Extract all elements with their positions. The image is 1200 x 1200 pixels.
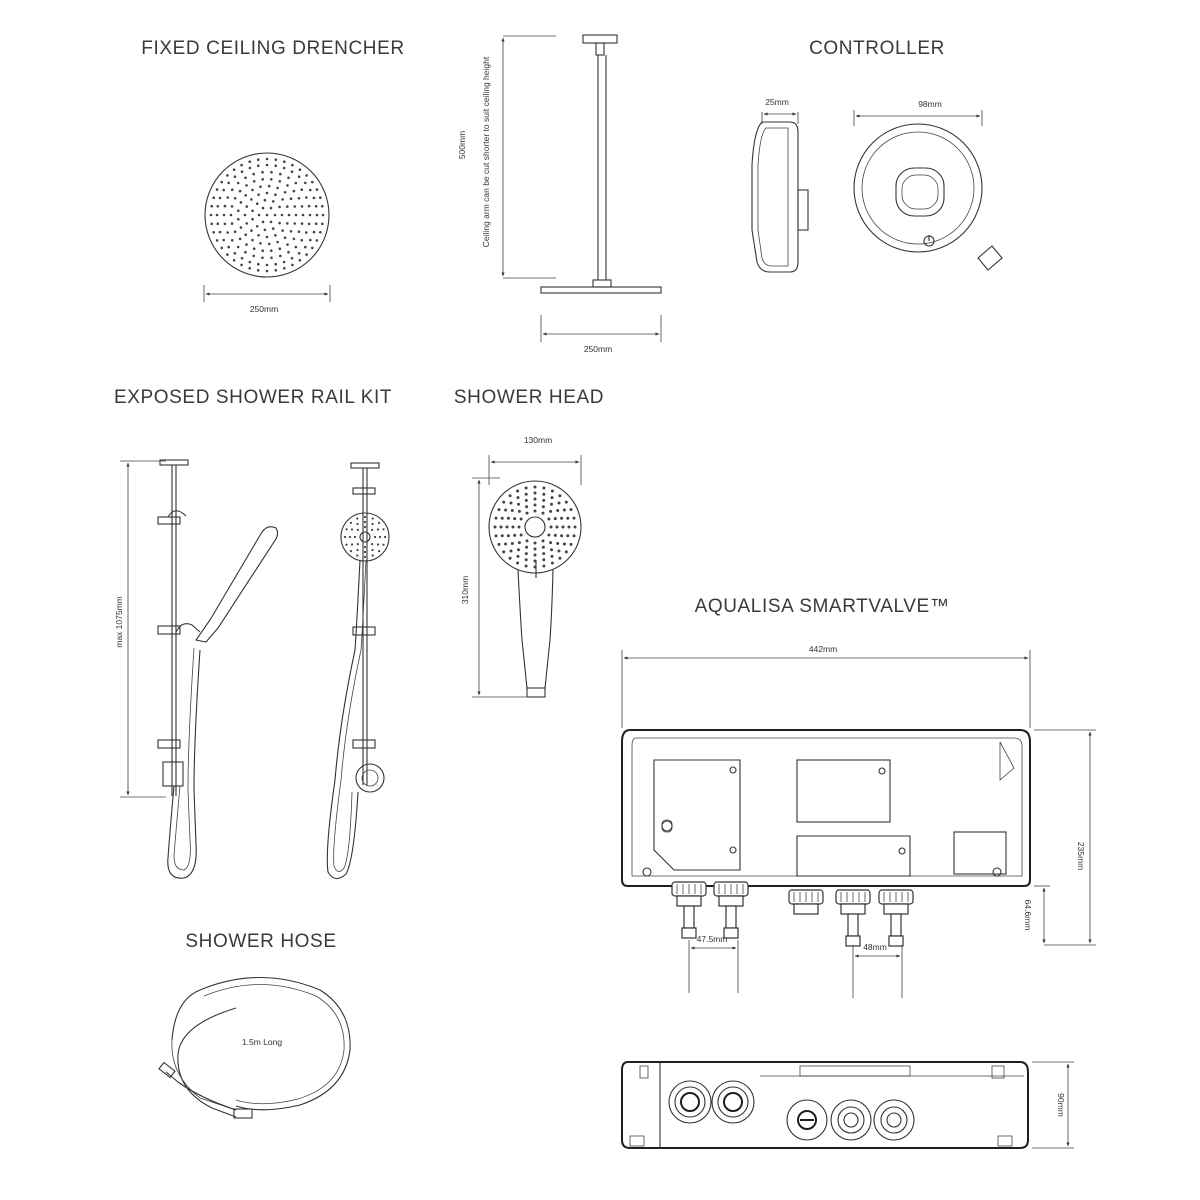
heading-controller: CONTROLLER <box>809 38 945 59</box>
heading-shower-head: SHOWER HEAD <box>453 387 605 408</box>
shower-head-drawing <box>472 455 582 698</box>
heading-aqualisa-smartvalve: AQUALISA SMARTVALVE™ <box>694 596 950 617</box>
dim-valve-depth: 90mm <box>1056 1093 1066 1117</box>
dim-ceiling-arm-width: 250mm <box>583 344 613 354</box>
dim-shower-head-length: 310mm <box>460 575 470 605</box>
smartvalve-bottom-view <box>621 1061 1074 1149</box>
dim-valve-width: 442mm <box>808 644 838 654</box>
valve-connectors <box>671 881 914 947</box>
hose-length-label: 1.5m Long <box>241 1037 283 1047</box>
shower-head-nozzles <box>493 485 577 569</box>
dim-valve-height: 235mm <box>1076 841 1086 871</box>
dim-rail-max-height: max 1075mm <box>114 596 124 648</box>
ceiling-arm-side-view <box>501 34 662 342</box>
heading-shower-hose: SHOWER HOSE <box>185 931 337 952</box>
dim-valve-outlet-spacing: 48mm <box>863 942 887 952</box>
rail-head-nozzles <box>343 515 387 559</box>
dim-drencher-width: 250mm <box>249 304 279 314</box>
dim-valve-outlet-offset: 64.6mm <box>1023 899 1033 931</box>
dim-shower-head-width: 130mm <box>523 435 553 445</box>
controller-side-view <box>751 112 809 273</box>
heading-fixed-ceiling-drencher: FIXED CEILING DRENCHER <box>141 38 405 59</box>
drencher-top-view <box>203 152 331 302</box>
dim-controller-depth: 25mm <box>765 97 789 107</box>
shower-hose-drawing <box>158 976 351 1119</box>
dim-valve-inlet-spacing: 47.5mm <box>696 934 728 944</box>
heading-exposed-shower-rail-kit: EXPOSED SHOWER RAIL KIT <box>113 387 393 408</box>
rail-kit-side-view <box>120 459 279 879</box>
dim-ceiling-arm-height: 500mm <box>457 130 467 160</box>
rail-kit-front-view <box>326 462 390 880</box>
smartvalve-front-view <box>621 650 1096 998</box>
controller-front-view <box>853 110 1003 271</box>
dim-controller-diameter: 98mm <box>918 99 942 109</box>
drencher-nozzles <box>209 157 325 273</box>
ceiling-arm-note: Ceiling arm can be cut shorter to suit c… <box>481 56 491 248</box>
